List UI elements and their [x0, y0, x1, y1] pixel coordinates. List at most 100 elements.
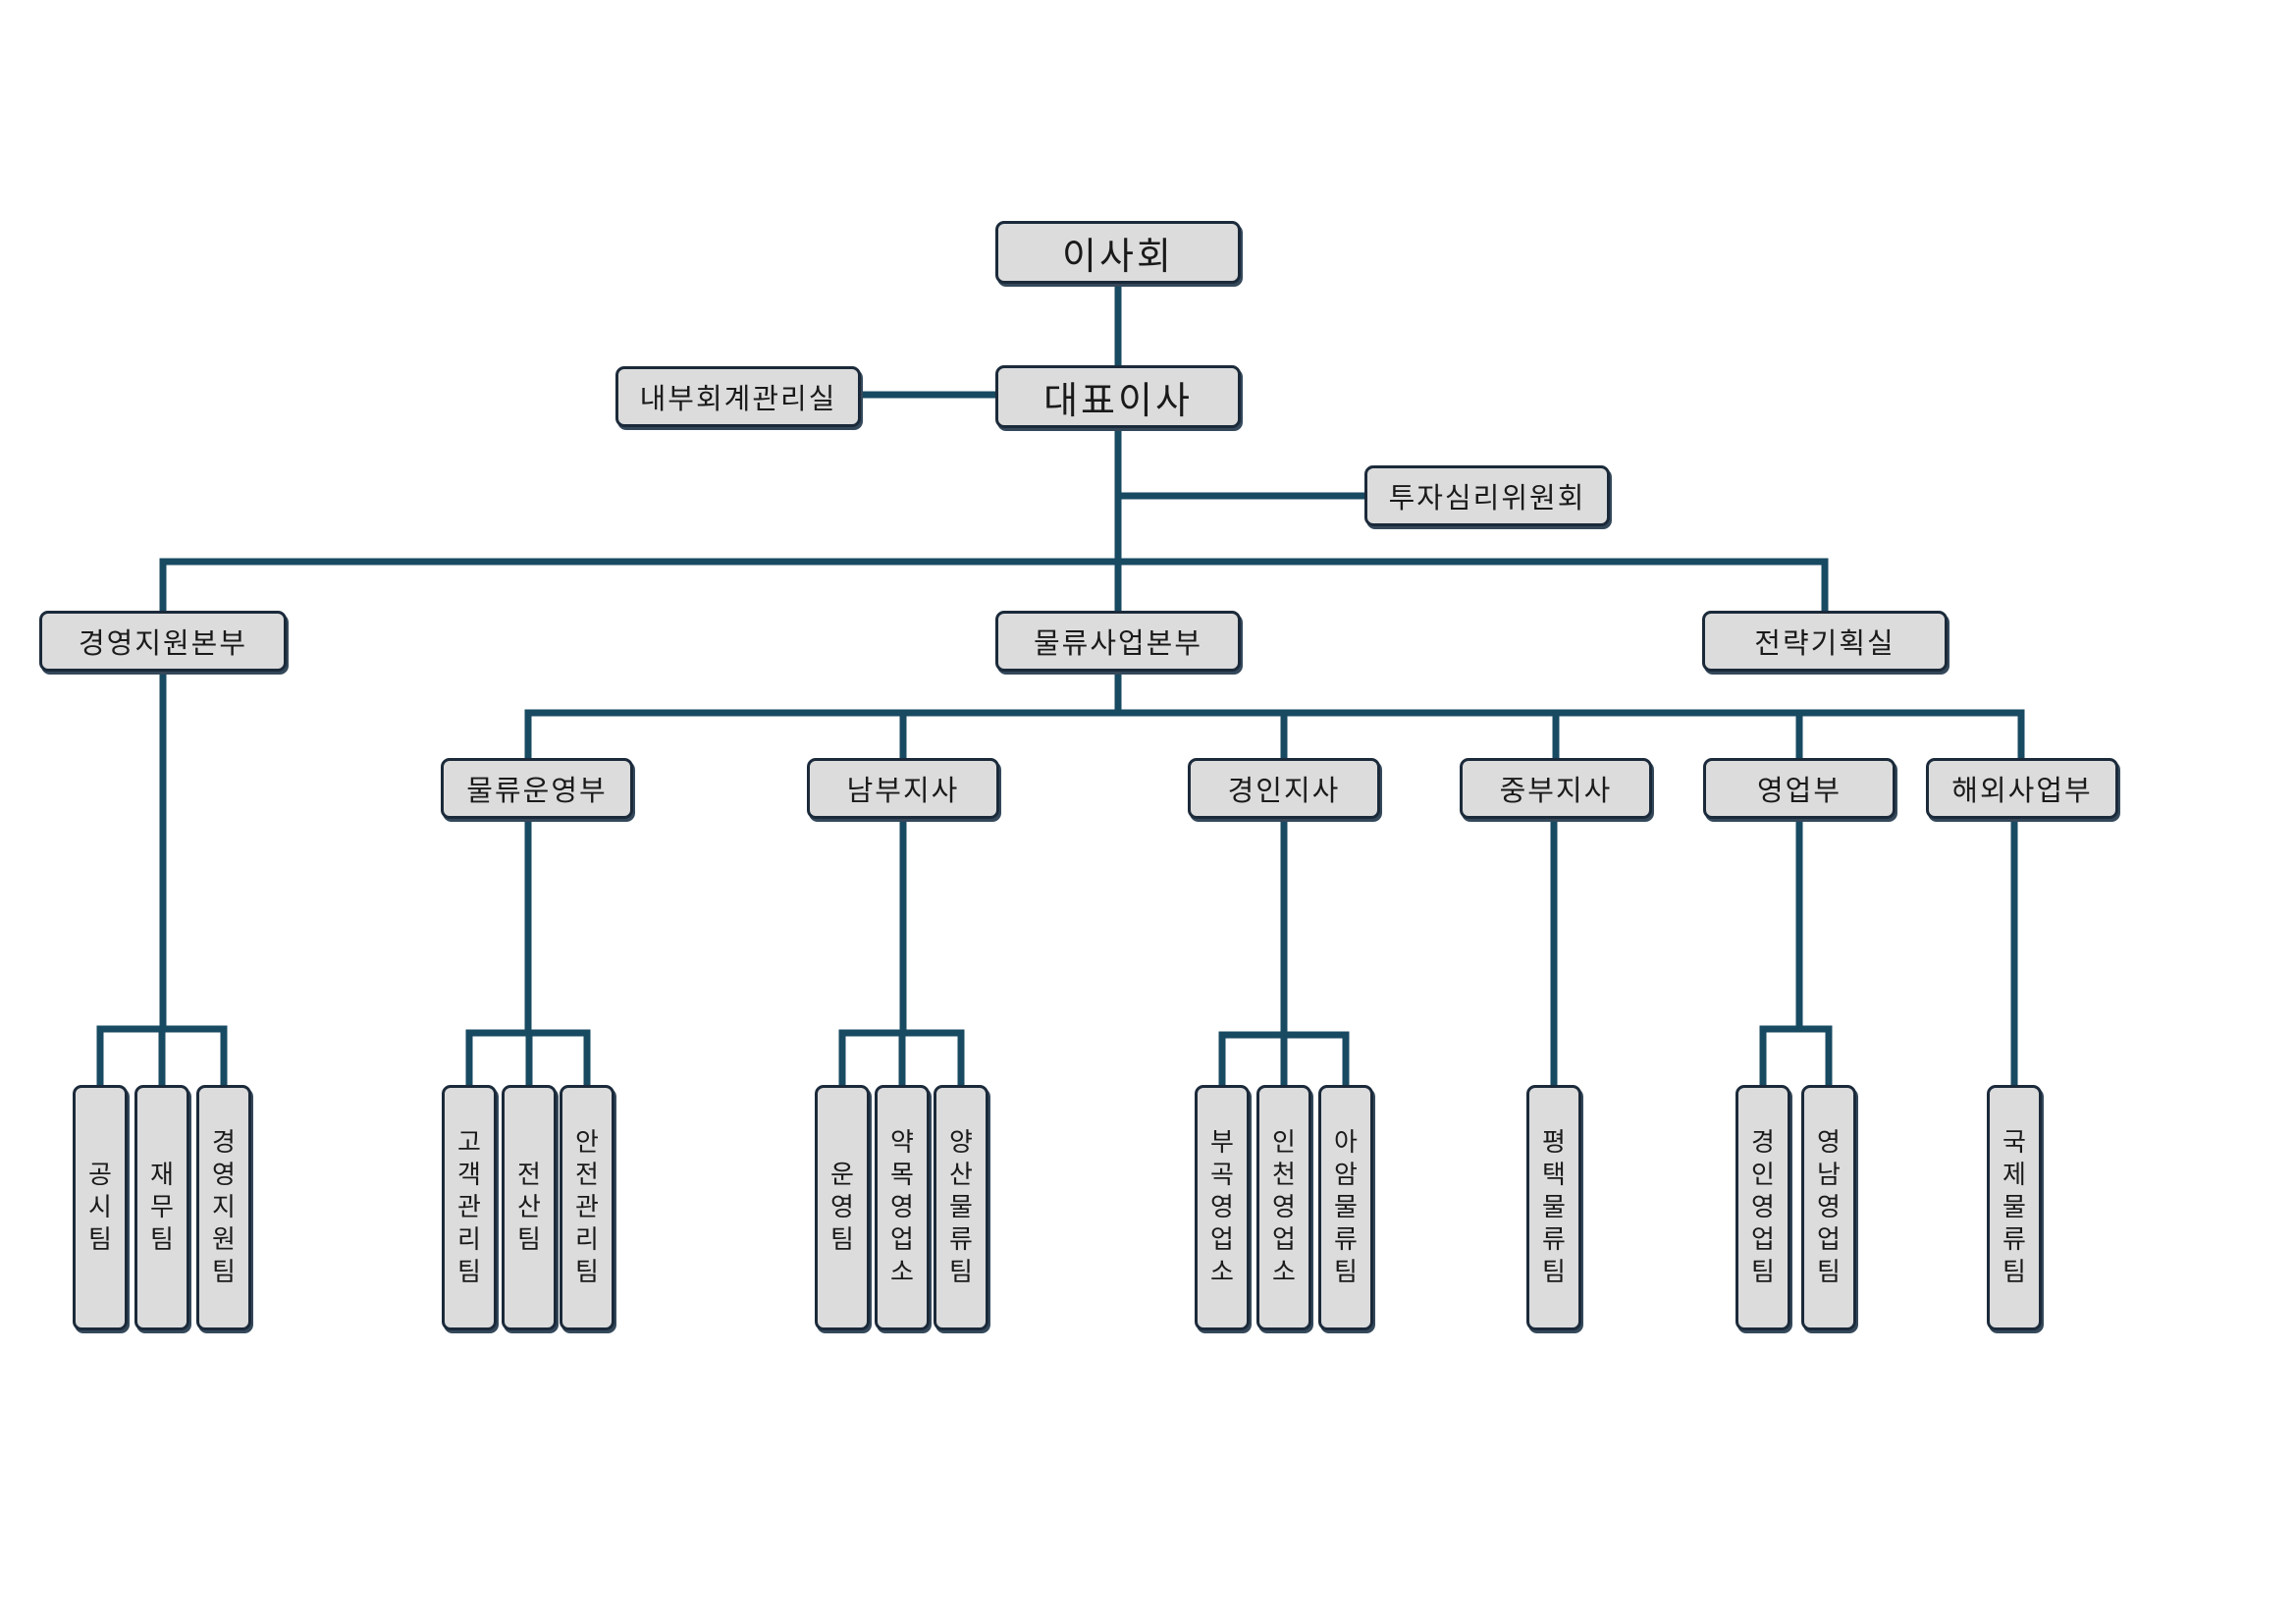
label-char: 산 — [517, 1192, 541, 1222]
label-char: 전 — [575, 1160, 599, 1190]
label-char: 팀 — [517, 1224, 541, 1255]
label-char: 목 — [890, 1160, 914, 1190]
label-char: 영 — [830, 1192, 854, 1222]
label-char: 영 — [1817, 1192, 1841, 1222]
label-char: 팀 — [457, 1257, 481, 1287]
label-char: 약 — [890, 1127, 914, 1158]
label-char: 영 — [1817, 1127, 1841, 1158]
label-char: 팀 — [212, 1257, 236, 1287]
node-gyeongin-branch: 경인지사 — [1188, 758, 1380, 819]
label-char: 산 — [949, 1160, 973, 1190]
label-char: 물 — [1334, 1192, 1358, 1222]
node-logistics-hq: 물류사업본부 — [995, 611, 1241, 672]
label-char: 업 — [1751, 1224, 1775, 1255]
label-char: 국 — [2002, 1127, 2026, 1158]
label-char: 류 — [1334, 1224, 1358, 1255]
label-char: 팀 — [575, 1257, 599, 1287]
node-management-support-hq: 경영지원본부 — [39, 611, 287, 672]
label-char: 팀 — [1542, 1257, 1566, 1287]
node-strategy-office: 전략기획실 — [1702, 611, 1948, 672]
label-char: 리 — [575, 1224, 599, 1255]
label-char: 소 — [1272, 1257, 1296, 1287]
label-char: 팀 — [1817, 1257, 1841, 1287]
label-char: 시 — [88, 1192, 112, 1222]
node-sales-dept: 영업부 — [1703, 758, 1896, 819]
node-investment-committee: 투자심리위원회 — [1364, 465, 1610, 526]
label-char: 팀 — [2002, 1257, 2026, 1287]
label-char: 영 — [1272, 1192, 1296, 1222]
node-logistics-ops-dept: 물류운영부 — [441, 758, 633, 819]
label-char: 물 — [949, 1192, 973, 1222]
node-ceo: 대표이사 — [995, 365, 1241, 428]
label-char: 팀 — [949, 1257, 973, 1287]
label-char: 류 — [2002, 1224, 2026, 1255]
label-char: 택 — [1542, 1160, 1566, 1190]
label-char: 재 — [150, 1160, 174, 1190]
label-char: 업 — [890, 1224, 914, 1255]
label-char: 고 — [457, 1127, 481, 1158]
label-char: 업 — [1272, 1224, 1296, 1255]
label-char: 인 — [1272, 1127, 1296, 1158]
label-char: 소 — [1210, 1257, 1234, 1287]
label-char: 경 — [1751, 1127, 1775, 1158]
label-char: 제 — [2002, 1160, 2026, 1190]
label-char: 암 — [1334, 1160, 1358, 1190]
label-char: 영 — [212, 1160, 236, 1190]
label-char: 리 — [457, 1224, 481, 1255]
label-char: 팀 — [150, 1224, 174, 1255]
label-char: 안 — [575, 1127, 599, 1158]
label-char: 관 — [575, 1192, 599, 1222]
node-board: 이사회 — [995, 221, 1241, 284]
label-char: 팀 — [830, 1224, 854, 1255]
label-char: 팀 — [88, 1224, 112, 1255]
label-char: 경 — [212, 1127, 236, 1158]
label-char: 류 — [949, 1224, 973, 1255]
label-char: 영 — [1210, 1192, 1234, 1222]
label-char: 류 — [1542, 1224, 1566, 1255]
label-char: 업 — [1210, 1224, 1234, 1255]
label-char: 팀 — [1751, 1257, 1775, 1287]
label-char: 물 — [2002, 1192, 2026, 1222]
node-overseas-dept: 해외사업부 — [1926, 758, 2118, 819]
label-char: 곡 — [1210, 1160, 1234, 1190]
label-char: 원 — [212, 1224, 236, 1255]
label-char: 공 — [88, 1160, 112, 1190]
label-char: 물 — [1542, 1192, 1566, 1222]
label-char: 지 — [212, 1192, 236, 1222]
node-central-branch: 중부지사 — [1460, 758, 1652, 819]
node-internal-accounting: 내부회계관리실 — [615, 366, 861, 427]
label-char: 업 — [1817, 1224, 1841, 1255]
label-char: 영 — [890, 1192, 914, 1222]
label-char: 아 — [1334, 1127, 1358, 1158]
label-char: 영 — [1751, 1192, 1775, 1222]
label-char: 평 — [1542, 1127, 1566, 1158]
label-char: 부 — [1210, 1127, 1234, 1158]
label-char: 남 — [1817, 1160, 1841, 1190]
label-char: 무 — [150, 1192, 174, 1222]
label-char: 팀 — [1334, 1257, 1358, 1287]
node-southern-branch: 남부지사 — [807, 758, 999, 819]
label-char: 소 — [890, 1257, 914, 1287]
label-char: 천 — [1272, 1160, 1296, 1190]
label-char: 양 — [949, 1127, 973, 1158]
label-char: 객 — [457, 1160, 481, 1190]
label-char: 전 — [517, 1160, 541, 1190]
